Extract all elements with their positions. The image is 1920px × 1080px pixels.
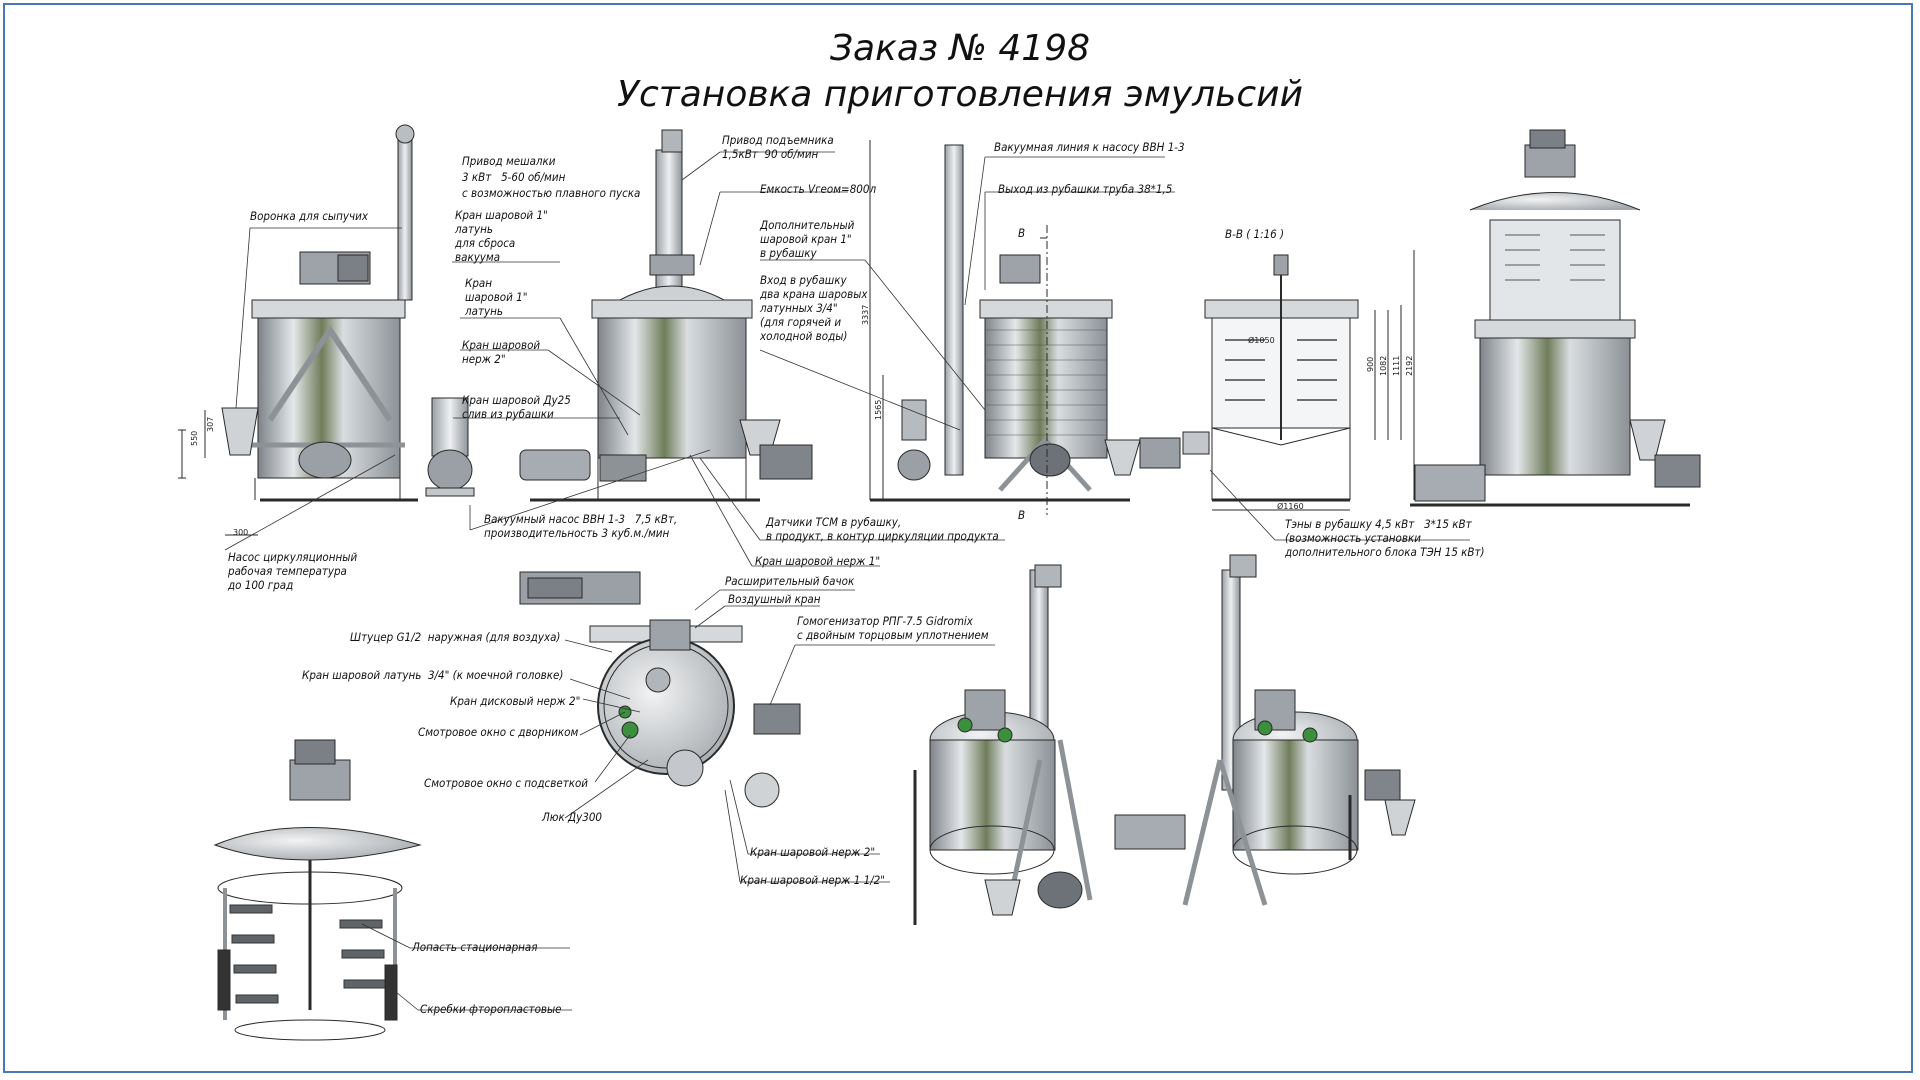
section-mark-top: В [1018, 226, 1026, 240]
label-ball-valve-ss-1-5: Кран шаровой нерж 1 1/2" [740, 873, 886, 887]
label-vacuum-line: Вакуумная линия к насосу ВВН 1-3 [994, 140, 1185, 154]
dim-1160: Ø1160 [1277, 502, 1304, 511]
dim-550: 550 [190, 430, 199, 446]
label-blade: Лопасть стационарная [412, 940, 538, 954]
view-side-column [869, 140, 1141, 515]
dim-1082: 1082 [1379, 355, 1388, 376]
label-tank-volume: Емкость Vгеом=800л [760, 182, 877, 196]
view-section-bb [1139, 250, 1415, 511]
dim-2192: 2192 [1405, 355, 1414, 376]
label-ball-valve-ss-2b: Кран шаровой нерж 2" [750, 845, 876, 859]
section-mark-bottom: В [1018, 508, 1026, 522]
label-homogenizer: Гомогенизатор РПГ-7.5 Gidromix с двойным… [797, 614, 989, 642]
label-expansion-tank: Расширительный бачок [725, 574, 855, 588]
view-3d-bottom-1 [913, 564, 1093, 925]
label-ball-valve-brass-vacuum: Кран шаровой 1" латунь для сброса вакуум… [455, 208, 548, 264]
label-vacuum-pump: Вакуумный насос ВВН 1-3 7,5 кВт, произво… [484, 512, 678, 540]
view-side-left [178, 124, 418, 536]
page-title: Установка приготовления эмульсий [617, 74, 1303, 115]
pump-small-view [425, 397, 475, 497]
dim-307: 307 [206, 416, 215, 432]
label-circulation-pump: Насос циркуляционный рабочая температура… [228, 550, 358, 592]
label-scrapers: Скребки фторопластовые [420, 1002, 562, 1016]
label-extra-valve-jacket: Дополнительный шаровой кран 1" в рубашку [760, 218, 855, 260]
dim-3337: 3337 [861, 304, 870, 325]
label-disc-valve: Кран дисковый нерж 2" [450, 694, 581, 708]
label-funnel: Воронка для сыпучих [250, 209, 368, 223]
view-3d-top-right [1410, 129, 1701, 507]
label-ball-valve-brass: Кран шаровой 1" латунь [465, 276, 528, 318]
dim-1050: Ø1050 [1248, 336, 1275, 345]
dim-1111: 1111 [1392, 355, 1401, 376]
label-sensors: Датчики ТСМ в рубашку, в продукт, в конт… [766, 515, 999, 543]
dim-300: 300 [233, 528, 249, 537]
label-ball-valve-du25: Кран шаровой Ду25 слив из рубашки [462, 393, 571, 421]
dim-1565: 1565 [874, 399, 883, 420]
label-air-valve: Воздушный кран [728, 592, 821, 606]
order-number: Заказ № 4198 [829, 28, 1091, 69]
view-front [519, 129, 813, 502]
dim-900: 900 [1366, 356, 1375, 372]
label-section-bb: В-В ( 1:16 ) [1225, 227, 1285, 241]
label-ball-valve-ss-1: Кран шаровой нерж 1" [755, 554, 881, 568]
label-hatch: Люк Ду300 [542, 810, 602, 824]
leader-lines [224, 151, 1470, 1011]
label-wash-valve: Кран шаровой латунь 3/4" (к моечной голо… [302, 668, 564, 682]
label-jacket-inlet: Вход в рубашку два крана шаровых латунны… [760, 273, 868, 343]
view-top [519, 571, 801, 808]
label-sight-light: Смотровое окно с подсветкой [424, 776, 589, 790]
label-heaters: Тэны в рубашку 4,5 кВт 3*15 кВт (возможн… [1285, 517, 1485, 559]
label-lift-drive: Привод подъемника 1,5кВт 90 об/мин [722, 133, 834, 161]
label-ball-valve-ss-2: Кран шаровой нерж 2" [462, 338, 541, 366]
label-mixer-drive: Привод мешалки 3 кВт 5-60 об/мин с возмо… [462, 154, 641, 200]
view-agitator [213, 739, 422, 1041]
view-3d-bottom-2 [1114, 554, 1416, 906]
label-jacket-outlet: Выход из рубашки труба 38*1,5 [998, 182, 1173, 196]
label-sight-wiper: Смотровое окно с дворником [418, 725, 579, 739]
label-air-fitting: Штуцер G1/2 наружная (для воздуха) [350, 630, 561, 644]
